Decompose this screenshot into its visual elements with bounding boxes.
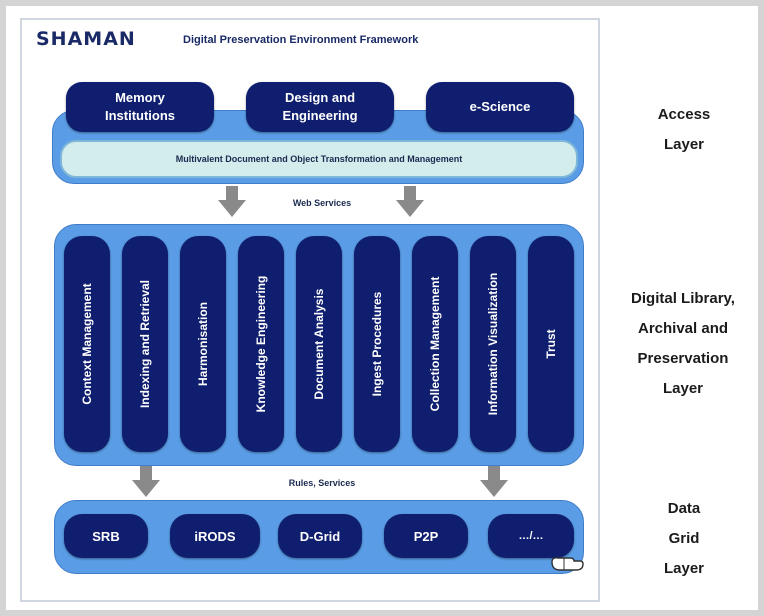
pillar-knowledge-engineering: Knowledge Engineering <box>238 236 284 452</box>
pillar-label: Indexing and Retrieval <box>138 279 152 409</box>
pillar-ingest-procedures: Ingest Procedures <box>354 236 400 452</box>
pillar-label: Context Management <box>80 283 94 405</box>
layer-line: Layer <box>663 560 705 577</box>
box-line: Engineering <box>282 108 358 123</box>
layer-line: Grid <box>668 530 700 547</box>
transformation-bar: Multivalent Document and Object Transfor… <box>60 140 578 178</box>
grid-layer-label: Data Grid Layer <box>616 494 752 584</box>
box-line: Design and <box>284 90 356 106</box>
diagram-subtitle: Digital Preservation Environment Framewo… <box>183 34 419 46</box>
down-arrow-icon <box>480 466 508 497</box>
grid-item-irods: iRODS <box>170 514 260 558</box>
layer-line: Digital Library, <box>631 290 735 307</box>
grid-item-more: …/… <box>488 514 574 558</box>
pillar-context-management: Context Management <box>64 236 110 452</box>
down-arrow-icon <box>132 466 160 497</box>
layer-line: Access <box>657 106 711 123</box>
pillar-document-analysis: Document Analysis <box>296 236 342 452</box>
pillar-information-visualization: Information Visualization <box>470 236 516 452</box>
pillar-label: Collection Management <box>428 276 442 412</box>
pillar-label: Knowledge Engineering <box>254 275 268 413</box>
pillar-collection-management: Collection Management <box>412 236 458 452</box>
box-line: Memory <box>115 90 165 106</box>
pillar-label: Document Analysis <box>312 288 326 400</box>
hand-pointer-icon <box>551 557 584 571</box>
library-layer-label: Digital Library, Archival and Preservati… <box>604 284 762 404</box>
pillar-label: Information Visualization <box>486 272 500 416</box>
pillar-indexing-retrieval: Indexing and Retrieval <box>122 236 168 452</box>
box-line: Institutions <box>104 108 176 123</box>
grid-item-srb: SRB <box>64 514 148 558</box>
layer-line: Data <box>667 500 701 517</box>
box-line: e-Science <box>469 99 531 115</box>
access-layer-label: Access Layer <box>616 100 752 160</box>
pillar-label: Harmonisation <box>196 301 210 387</box>
pillar-label: Trust <box>544 329 558 359</box>
layer-line: Layer <box>663 136 705 153</box>
layer-line: Preservation <box>637 350 729 367</box>
rules-services-label: Rules, Services <box>288 478 356 488</box>
down-arrow-icon <box>396 186 424 217</box>
e-science-box: e-Science <box>426 82 574 132</box>
layer-line: Layer <box>662 380 704 397</box>
pillar-harmonisation: Harmonisation <box>180 236 226 452</box>
layer-line: Archival and <box>637 320 729 337</box>
diagram-title: SHAMAN <box>36 28 136 50</box>
grid-item-p2p: P2P <box>384 514 468 558</box>
web-services-label: Web Services <box>292 198 352 208</box>
down-arrow-icon <box>218 186 246 217</box>
pillar-label: Ingest Procedures <box>370 291 384 397</box>
pillar-trust: Trust <box>528 236 574 452</box>
grid-item-dgrid: D-Grid <box>278 514 362 558</box>
